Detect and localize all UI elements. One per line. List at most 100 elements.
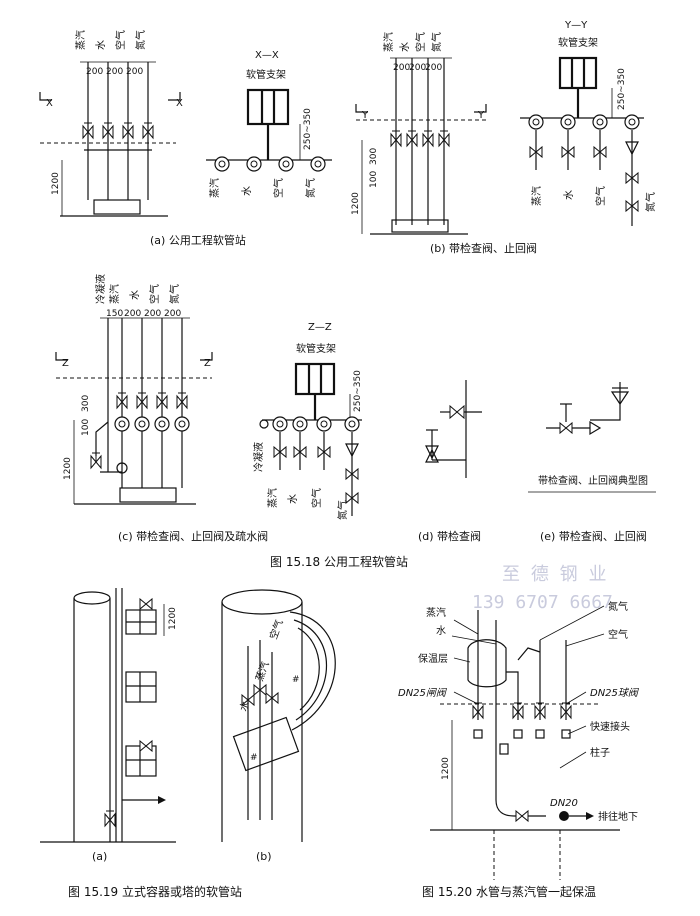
- section-marker-y-right: Y: [477, 110, 485, 121]
- watermark-line-2: 139 6707 6667: [472, 592, 613, 613]
- section-title-z: Z—Z: [308, 322, 332, 333]
- label-column: 柱子: [590, 746, 610, 759]
- diagram-19b: # # 蒸汽 空气 水: [221, 589, 336, 842]
- label-water: 水: [238, 700, 253, 714]
- figure-title-15-18: 图 15.18 公用工程软管站: [270, 554, 408, 569]
- label-water: 水: [241, 186, 253, 196]
- label-steam: 蒸汽: [266, 488, 279, 508]
- dim-1200: 1200: [63, 457, 73, 480]
- diagram-a: X X 200 200 200 1200 蒸汽 水 空气 氮气: [39, 30, 183, 217]
- dim-200: 200: [409, 63, 426, 73]
- diagram-19a: 1200: [40, 588, 178, 843]
- label-dn20: DN20: [550, 798, 578, 809]
- dim-150: 150: [106, 309, 123, 319]
- dim-200: 200: [425, 63, 442, 73]
- label-dn25-gate: DN25闸阀: [398, 687, 448, 699]
- label-nitrogen: 氮气: [608, 600, 628, 613]
- section-title-x: X—X: [255, 50, 279, 61]
- svg-text:#: #: [250, 753, 258, 763]
- dim-200: 200: [106, 67, 123, 77]
- figure-title-15-20: 图 15.20 水管与蒸汽管一起保温: [422, 884, 596, 899]
- section-title-y: Y—Y: [564, 20, 588, 31]
- label-hose-support: 软管支架: [558, 36, 598, 49]
- section-marker-z-right: Z: [204, 358, 211, 369]
- label-air: 空气: [148, 284, 161, 304]
- label-nitrogen: 氮气: [304, 178, 317, 198]
- label-steam: 蒸汽: [426, 606, 446, 619]
- dim-200: 200: [124, 309, 141, 319]
- dim-1200: 1200: [351, 192, 361, 215]
- label-steam: 蒸汽: [253, 660, 272, 683]
- dim-1200: 1200: [441, 757, 451, 780]
- label-air: 空气: [114, 30, 127, 50]
- diagram-a-section-markers: [39, 92, 181, 101]
- dim-200: 200: [393, 63, 410, 73]
- label-steam: 蒸汽: [530, 186, 543, 206]
- label-steam: 蒸汽: [108, 284, 121, 304]
- dim-300: 300: [81, 395, 91, 412]
- label-quick-coupling: 快速接头: [590, 720, 630, 733]
- caption-typical: 带检查阀、止回阀典型图: [538, 474, 648, 487]
- label-nitrogen: 氮气: [134, 30, 147, 50]
- figure-title-15-19: 图 15.19 立式容器或塔的软管站: [68, 884, 242, 899]
- label-nitrogen: 氮气: [336, 500, 349, 520]
- diagram-d: [425, 380, 482, 478]
- section-marker-z-left: Z: [62, 358, 69, 369]
- label-hose-support: 软管支架: [246, 68, 286, 81]
- dim-200: 200: [86, 67, 103, 77]
- dim-100: 100: [369, 171, 379, 188]
- label-air: 空气: [594, 186, 607, 206]
- caption-d: (d) 带检查阀: [418, 529, 481, 543]
- label-steam: 蒸汽: [382, 32, 395, 52]
- label-water: 水: [399, 42, 411, 52]
- label-air: 空气: [608, 628, 628, 641]
- label-air: 空气: [414, 32, 427, 52]
- label-to-drain: 排往地下: [598, 810, 638, 823]
- label-water: 水: [95, 40, 107, 50]
- diagram-b: Y Y 200 200 200 300 100 1200 蒸汽 水 空气 氮气: [351, 32, 487, 235]
- label-water: 水: [436, 625, 446, 637]
- label-condensate: 冷凝液: [252, 442, 265, 472]
- label-nitrogen: 氮气: [168, 284, 181, 304]
- section-marker-x-right: X: [176, 98, 183, 109]
- section-z-z: Z—Z 软管支架 250~350 冷凝液 蒸汽 水 空气 氮气: [252, 322, 363, 520]
- caption-e: (e) 带检查阀、止回阀: [540, 529, 647, 543]
- caption-19a: (a): [92, 850, 107, 863]
- dim-250-350: 250~350: [617, 68, 627, 110]
- label-insulation: 保温层: [418, 652, 448, 665]
- dim-1200: 1200: [168, 607, 178, 630]
- dim-250-350: 250~350: [353, 370, 363, 412]
- watermark-line-1: 至 德 钢 业: [502, 564, 607, 585]
- dim-100: 100: [81, 419, 91, 436]
- section-marker-x-left: X: [46, 98, 53, 109]
- svg-text:#: #: [292, 675, 300, 685]
- label-hose-support: 软管支架: [296, 342, 336, 355]
- dim-1200: 1200: [51, 172, 61, 195]
- section-y-y: Y—Y 软管支架 250~350 蒸汽 水 空气 氮气: [520, 20, 657, 226]
- dim-200: 200: [144, 309, 161, 319]
- dim-200: 200: [126, 67, 143, 77]
- dim-200: 200: [164, 309, 181, 319]
- label-nitrogen: 氮气: [430, 32, 443, 52]
- diagram-c: Z Z 150 200 200 200 300 100 1200 冷凝液 蒸汽 …: [55, 274, 213, 505]
- caption-c: (c) 带检查阀、止回阀及疏水阀: [118, 529, 268, 543]
- caption-b: (b) 带检查阀、止回阀: [430, 241, 537, 255]
- label-dn25-ball: DN25球阀: [590, 687, 640, 699]
- dim-250-350: 250~350: [303, 108, 313, 150]
- label-water: 水: [129, 290, 141, 300]
- label-nitrogen: 氮气: [644, 192, 657, 212]
- label-air: 空气: [267, 618, 286, 641]
- caption-19b: (b): [256, 850, 272, 863]
- label-condensate: 冷凝液: [94, 274, 107, 304]
- label-steam: 蒸汽: [74, 30, 87, 50]
- label-water: 水: [563, 190, 575, 200]
- dim-300: 300: [369, 148, 379, 165]
- label-water: 水: [287, 494, 299, 504]
- caption-a: (a) 公用工程软管站: [150, 233, 246, 247]
- diagram-a-pipes: [40, 61, 176, 217]
- section-x-x: X—X 软管支架 250~350 蒸汽 水 空气 氮气: [206, 50, 332, 198]
- label-steam: 蒸汽: [208, 178, 221, 198]
- diagram-20: 1200: [430, 605, 620, 880]
- diagram-e: [546, 382, 630, 436]
